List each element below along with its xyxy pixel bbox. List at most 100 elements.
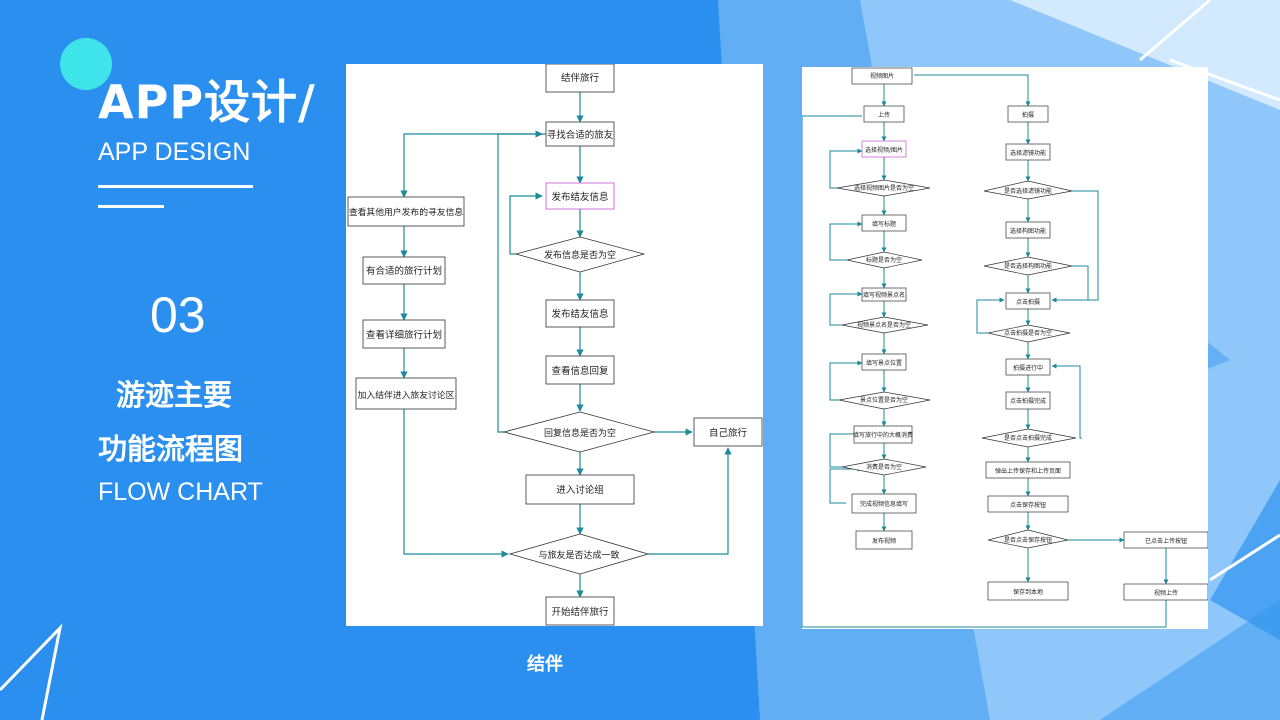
r-node-popup-label: 弹出上传保存和上传页面	[995, 467, 1061, 475]
panel-caption: 结伴	[527, 654, 563, 675]
right-flowchart-svg: 视频图片 上传 拍摄 选择视频/图片 选择滤镜功能 选择视频图片是否为空 是否选…	[801, 67, 1209, 628]
r-node-finish-info	[851, 493, 917, 514]
r-node-click-shoot-label: 点击拍摄	[1016, 298, 1040, 306]
node-q-empty-label: 发布信息是否为空	[544, 249, 616, 261]
node-self-label: 自己旅行	[709, 427, 748, 439]
r-node-top-label: 视频图片	[870, 72, 894, 80]
node-q-agree	[508, 533, 650, 575]
node-q-agree-label: 与旅友是否达成一致	[538, 549, 619, 561]
section-title-line1: 游迹主要	[116, 378, 233, 412]
divider-long	[98, 185, 253, 188]
r-node-publish-video	[855, 530, 913, 550]
r-node-filter-label: 选择滤镜功能	[1010, 149, 1046, 157]
r-node-fill-title	[861, 214, 907, 232]
r-node-compose	[1005, 221, 1051, 239]
r-node-compose-label: 选择构图功能	[1010, 227, 1046, 235]
r-node-q-click-label: 点击拍摄是否为空	[1004, 329, 1052, 337]
node-publish	[545, 182, 615, 210]
r-node-top	[851, 67, 913, 85]
r-node-q-media	[836, 179, 931, 197]
r-node-fill-title-label: 填写标题	[872, 220, 896, 228]
page-subtitle: APP DESIGN	[98, 138, 251, 166]
node-publish2-label: 发布结友信息	[551, 308, 608, 320]
r-node-publish-video-label: 发布视频	[872, 537, 896, 545]
r-node-fill-loc	[861, 353, 907, 371]
r-node-shoot-label: 拍摄	[1022, 111, 1034, 119]
node-view-reply-label: 查看信息回复	[551, 365, 609, 377]
r-node-q-filter-label: 是否选择滤镜功能	[1004, 187, 1052, 195]
r-node-popup	[985, 461, 1071, 479]
r-node-shooting-label: 拍摄进行中	[1013, 364, 1043, 372]
r-node-done-shoot-label: 点击拍摄完成	[1010, 397, 1046, 405]
r-node-click-shoot	[1005, 292, 1051, 310]
r-node-fill-loc-label: 填写景点位置	[866, 359, 902, 367]
r-node-q-loc-label: 景点位置是否为空	[860, 396, 908, 404]
node-view-detail	[362, 319, 446, 349]
r-node-q-done	[981, 428, 1077, 448]
node-self	[693, 417, 763, 447]
r-node-q-title-label: 标题是否为空	[866, 256, 902, 264]
r-node-shooting	[1005, 358, 1051, 376]
node-publish-label: 发布结友信息	[551, 191, 608, 203]
r-node-fill-spot	[861, 287, 907, 302]
r-node-q-media-label: 选择视频图片是否为空	[854, 184, 914, 192]
node-enter-group-label: 进入讨论组	[556, 484, 604, 496]
r-node-select-media	[861, 140, 907, 158]
r-node-q-done-label: 是否点击拍摄完成	[1004, 434, 1052, 442]
travel-partner-flowchart: 结伴旅行 寻找合适的旅友 查看其他用户发布的寻友信息 发布结友信息 发布信息是否…	[346, 63, 763, 626]
r-node-q-compose-label: 是否选择构图功能	[1004, 262, 1052, 270]
r-node-upload	[863, 105, 905, 123]
node-begin-label: 开始结伴旅行	[551, 606, 609, 618]
r-node-done-shoot	[1005, 391, 1051, 410]
r-node-save-local-label: 保存到本地	[1013, 588, 1043, 596]
r-node-q-spot	[841, 316, 929, 334]
r-node-q-save	[987, 529, 1069, 549]
node-suitable	[362, 256, 446, 285]
r-node-upload-label: 上传	[878, 111, 890, 119]
r-node-q-loc	[838, 391, 931, 410]
node-start	[545, 63, 615, 93]
node-enter-group	[525, 474, 635, 505]
node-view-detail-label: 查看详细旅行计划	[366, 329, 442, 341]
r-node-q-cost-label: 消费是否为空	[866, 463, 902, 471]
video-upload-flowchart: 视频图片 上传 拍摄 选择视频/图片 选择滤镜功能 选择视频图片是否为空 是否选…	[801, 67, 1209, 629]
r-node-q-click	[987, 324, 1071, 343]
r-node-q-filter	[983, 180, 1073, 200]
page-title: APP设计/	[98, 75, 316, 129]
r-node-clicked-upload-label: 已点击上传按钮	[1145, 537, 1187, 545]
section-number: 03	[150, 287, 206, 343]
node-q-reply	[502, 411, 656, 453]
r-node-q-title	[846, 251, 923, 269]
accent-circle	[60, 38, 112, 90]
node-begin	[545, 596, 615, 626]
r-node-save-btn-label: 点击保存按钮	[1010, 501, 1046, 509]
r-node-select-media-label: 选择视频/图片	[865, 146, 903, 154]
node-q-empty	[514, 236, 646, 273]
r-node-shoot	[1007, 105, 1049, 123]
node-view-other	[347, 196, 465, 227]
node-suitable-label: 有合适的旅行计划	[366, 265, 442, 277]
r-node-filter	[1005, 143, 1051, 161]
left-flowchart-svg: 结伴旅行 寻找合适的旅友 查看其他用户发布的寻友信息 发布结友信息 发布信息是否…	[347, 63, 763, 626]
node-view-other-label: 查看其他用户发布的寻友信息	[349, 206, 464, 218]
r-node-video-upload-label: 视频上传	[1154, 589, 1178, 597]
node-join	[355, 377, 457, 410]
r-node-finish-info-label: 完成视频信息填写	[860, 500, 908, 508]
section-title-line2: 功能流程图	[98, 432, 244, 466]
r-node-q-save-label: 是否点击保存按钮	[1004, 536, 1052, 544]
r-node-fill-cost-label: 填写旅行中的大概消费	[853, 431, 913, 439]
node-join-label: 加入结伴进入旅友讨论区	[358, 389, 455, 401]
node-start-label: 结伴旅行	[561, 72, 600, 84]
r-node-q-compose	[983, 256, 1073, 276]
r-node-fill-cost	[853, 425, 913, 444]
section-title-en: FLOW CHART	[98, 478, 263, 506]
r-node-save-btn	[987, 495, 1069, 513]
node-find	[545, 121, 615, 147]
node-publish2	[545, 299, 615, 328]
r-node-fill-spot-label: 填写视频景点名	[863, 291, 905, 299]
node-view-reply	[545, 355, 615, 385]
r-node-q-cost	[841, 458, 927, 476]
r-node-save-local	[987, 581, 1069, 601]
r-node-q-spot-label: 视频景点名是否为空	[857, 321, 911, 329]
divider-short	[98, 205, 164, 208]
